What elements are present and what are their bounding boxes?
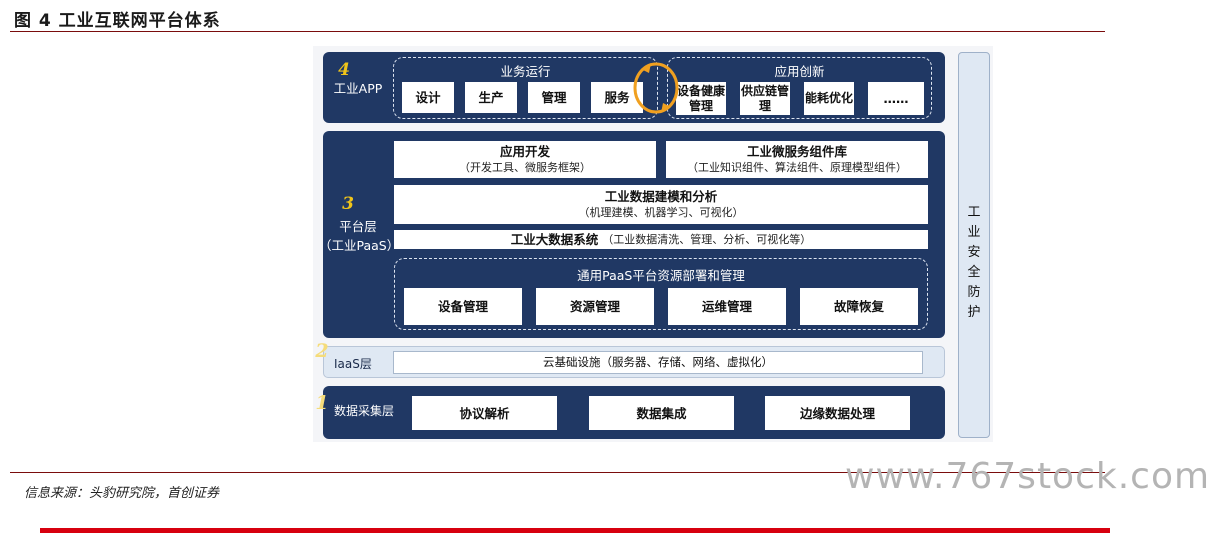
paas-resource-title: 通用PaaS平台资源部署和管理 — [577, 268, 745, 283]
layer-paas-number: 3 — [342, 194, 354, 214]
layer-app-number: 4 — [338, 60, 350, 80]
paas-item-device-management: 设备管理 — [404, 288, 522, 325]
layer-data-collection-label: 数据采集层 — [333, 404, 394, 418]
app-item-more: …… — [868, 82, 924, 115]
paas-item-resource-management: 资源管理 — [536, 288, 654, 325]
watermark: www.767stock.com — [845, 456, 1210, 497]
app-development-title: 应用开发 — [499, 144, 550, 159]
bigdata-system-box: 工业大数据系统 （工业数据清洗、管理、分析、可视化等） — [394, 230, 928, 249]
data-item-edge-processing: 边缘数据处理 — [765, 396, 910, 430]
data-item-protocol-parsing: 协议解析 — [412, 396, 557, 430]
iaas-infrastructure-box: 云基础设施（服务器、存储、网络、虚拟化） — [393, 351, 923, 374]
layer-app-label: 工业APP — [333, 81, 383, 96]
microservice-library-box: 工业微服务组件库 （工业知识组件、算法组件、原理模型组件） — [666, 141, 928, 178]
bigdata-system-title: 工业大数据系统 — [510, 231, 599, 247]
layer-paas-label: 平台层 — [339, 219, 377, 234]
source-note: 信息来源：头豹研究院，首创证券 — [24, 486, 220, 501]
security-label: 工业安全防护 — [967, 205, 981, 320]
data-modeling-subtitle: （机理建模、机器学习、可视化） — [578, 206, 744, 219]
app-item-supply-chain: 供应链管理 — [740, 82, 790, 115]
app-item-design: 设计 — [402, 82, 454, 113]
data-item-data-integration: 数据集成 — [589, 396, 734, 430]
layer-paas-label-sub: （工业PaaS） — [319, 238, 400, 253]
paas-item-fault-recovery: 故障恢复 — [800, 288, 918, 325]
layer-iaas-label: IaaS层 — [334, 357, 372, 371]
business-run-group — [393, 57, 658, 119]
cycle-arrows-icon — [633, 62, 679, 114]
app-item-production: 生产 — [465, 82, 517, 113]
layer-data-collection-number: 1 — [315, 392, 329, 414]
app-innovation-group — [667, 57, 932, 119]
business-run-title: 业务运行 — [500, 64, 551, 79]
data-modeling-box: 工业数据建模和分析 （机理建模、机器学习、可视化） — [394, 185, 928, 224]
paas-item-ops-management: 运维管理 — [668, 288, 786, 325]
app-item-energy-optimization: 能耗优化 — [804, 82, 854, 115]
security-column: 工业安全防护 — [958, 52, 990, 438]
figure-title: 图 4 工业互联网平台体系 — [14, 11, 221, 31]
app-development-box: 应用开发 （开发工具、微服务框架） — [394, 141, 656, 178]
app-innovation-title: 应用创新 — [774, 64, 825, 79]
bottom-red-bar — [40, 528, 1110, 533]
microservice-library-title: 工业微服务组件库 — [746, 144, 847, 159]
app-development-subtitle: （开发工具、微服务框架） — [459, 161, 591, 174]
paas-resource-group — [394, 258, 928, 330]
data-modeling-title: 工业数据建模和分析 — [604, 189, 718, 204]
app-item-management: 管理 — [528, 82, 580, 113]
bigdata-system-subtitle: （工业数据清洗、管理、分析、可视化等） — [602, 233, 812, 246]
title-divider — [10, 31, 1105, 32]
app-item-equipment-health: 设备健康管理 — [676, 82, 726, 115]
source-divider — [10, 472, 1105, 473]
layer-iaas-number: 2 — [315, 340, 329, 362]
microservice-library-subtitle: （工业知识组件、算法组件、原理模型组件） — [687, 161, 907, 174]
